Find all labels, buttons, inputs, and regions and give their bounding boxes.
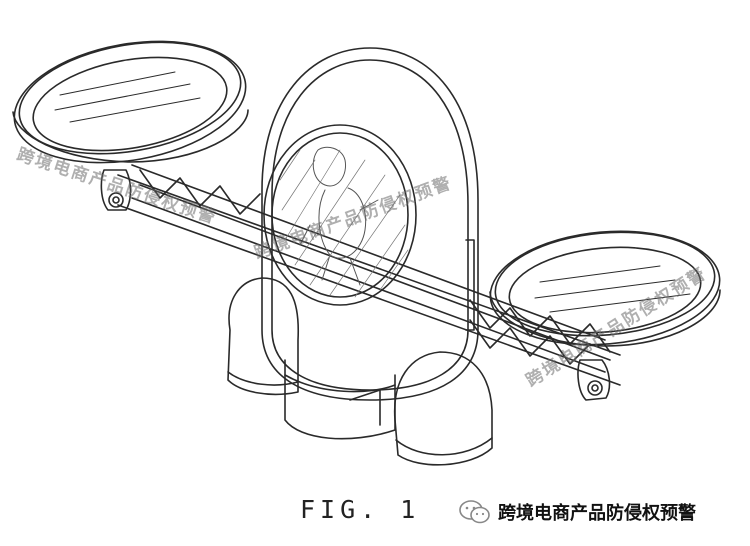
main-body — [261, 47, 479, 401]
inner-figure — [299, 146, 379, 286]
watermark-footer-text: 跨境电商产品防侵权预警 — [498, 503, 696, 524]
watermark-footer: 跨境电商产品防侵权预警 — [458, 498, 696, 526]
right-bracket — [577, 359, 611, 401]
wechat-icon — [459, 500, 490, 524]
window-hatching — [279, 149, 409, 298]
left-bracket — [100, 169, 132, 211]
figure-caption: FIG. 1 — [300, 495, 421, 524]
right-foot — [393, 351, 493, 466]
porthole-window — [263, 124, 417, 306]
right-tray — [489, 230, 721, 347]
left-tray — [12, 40, 249, 164]
